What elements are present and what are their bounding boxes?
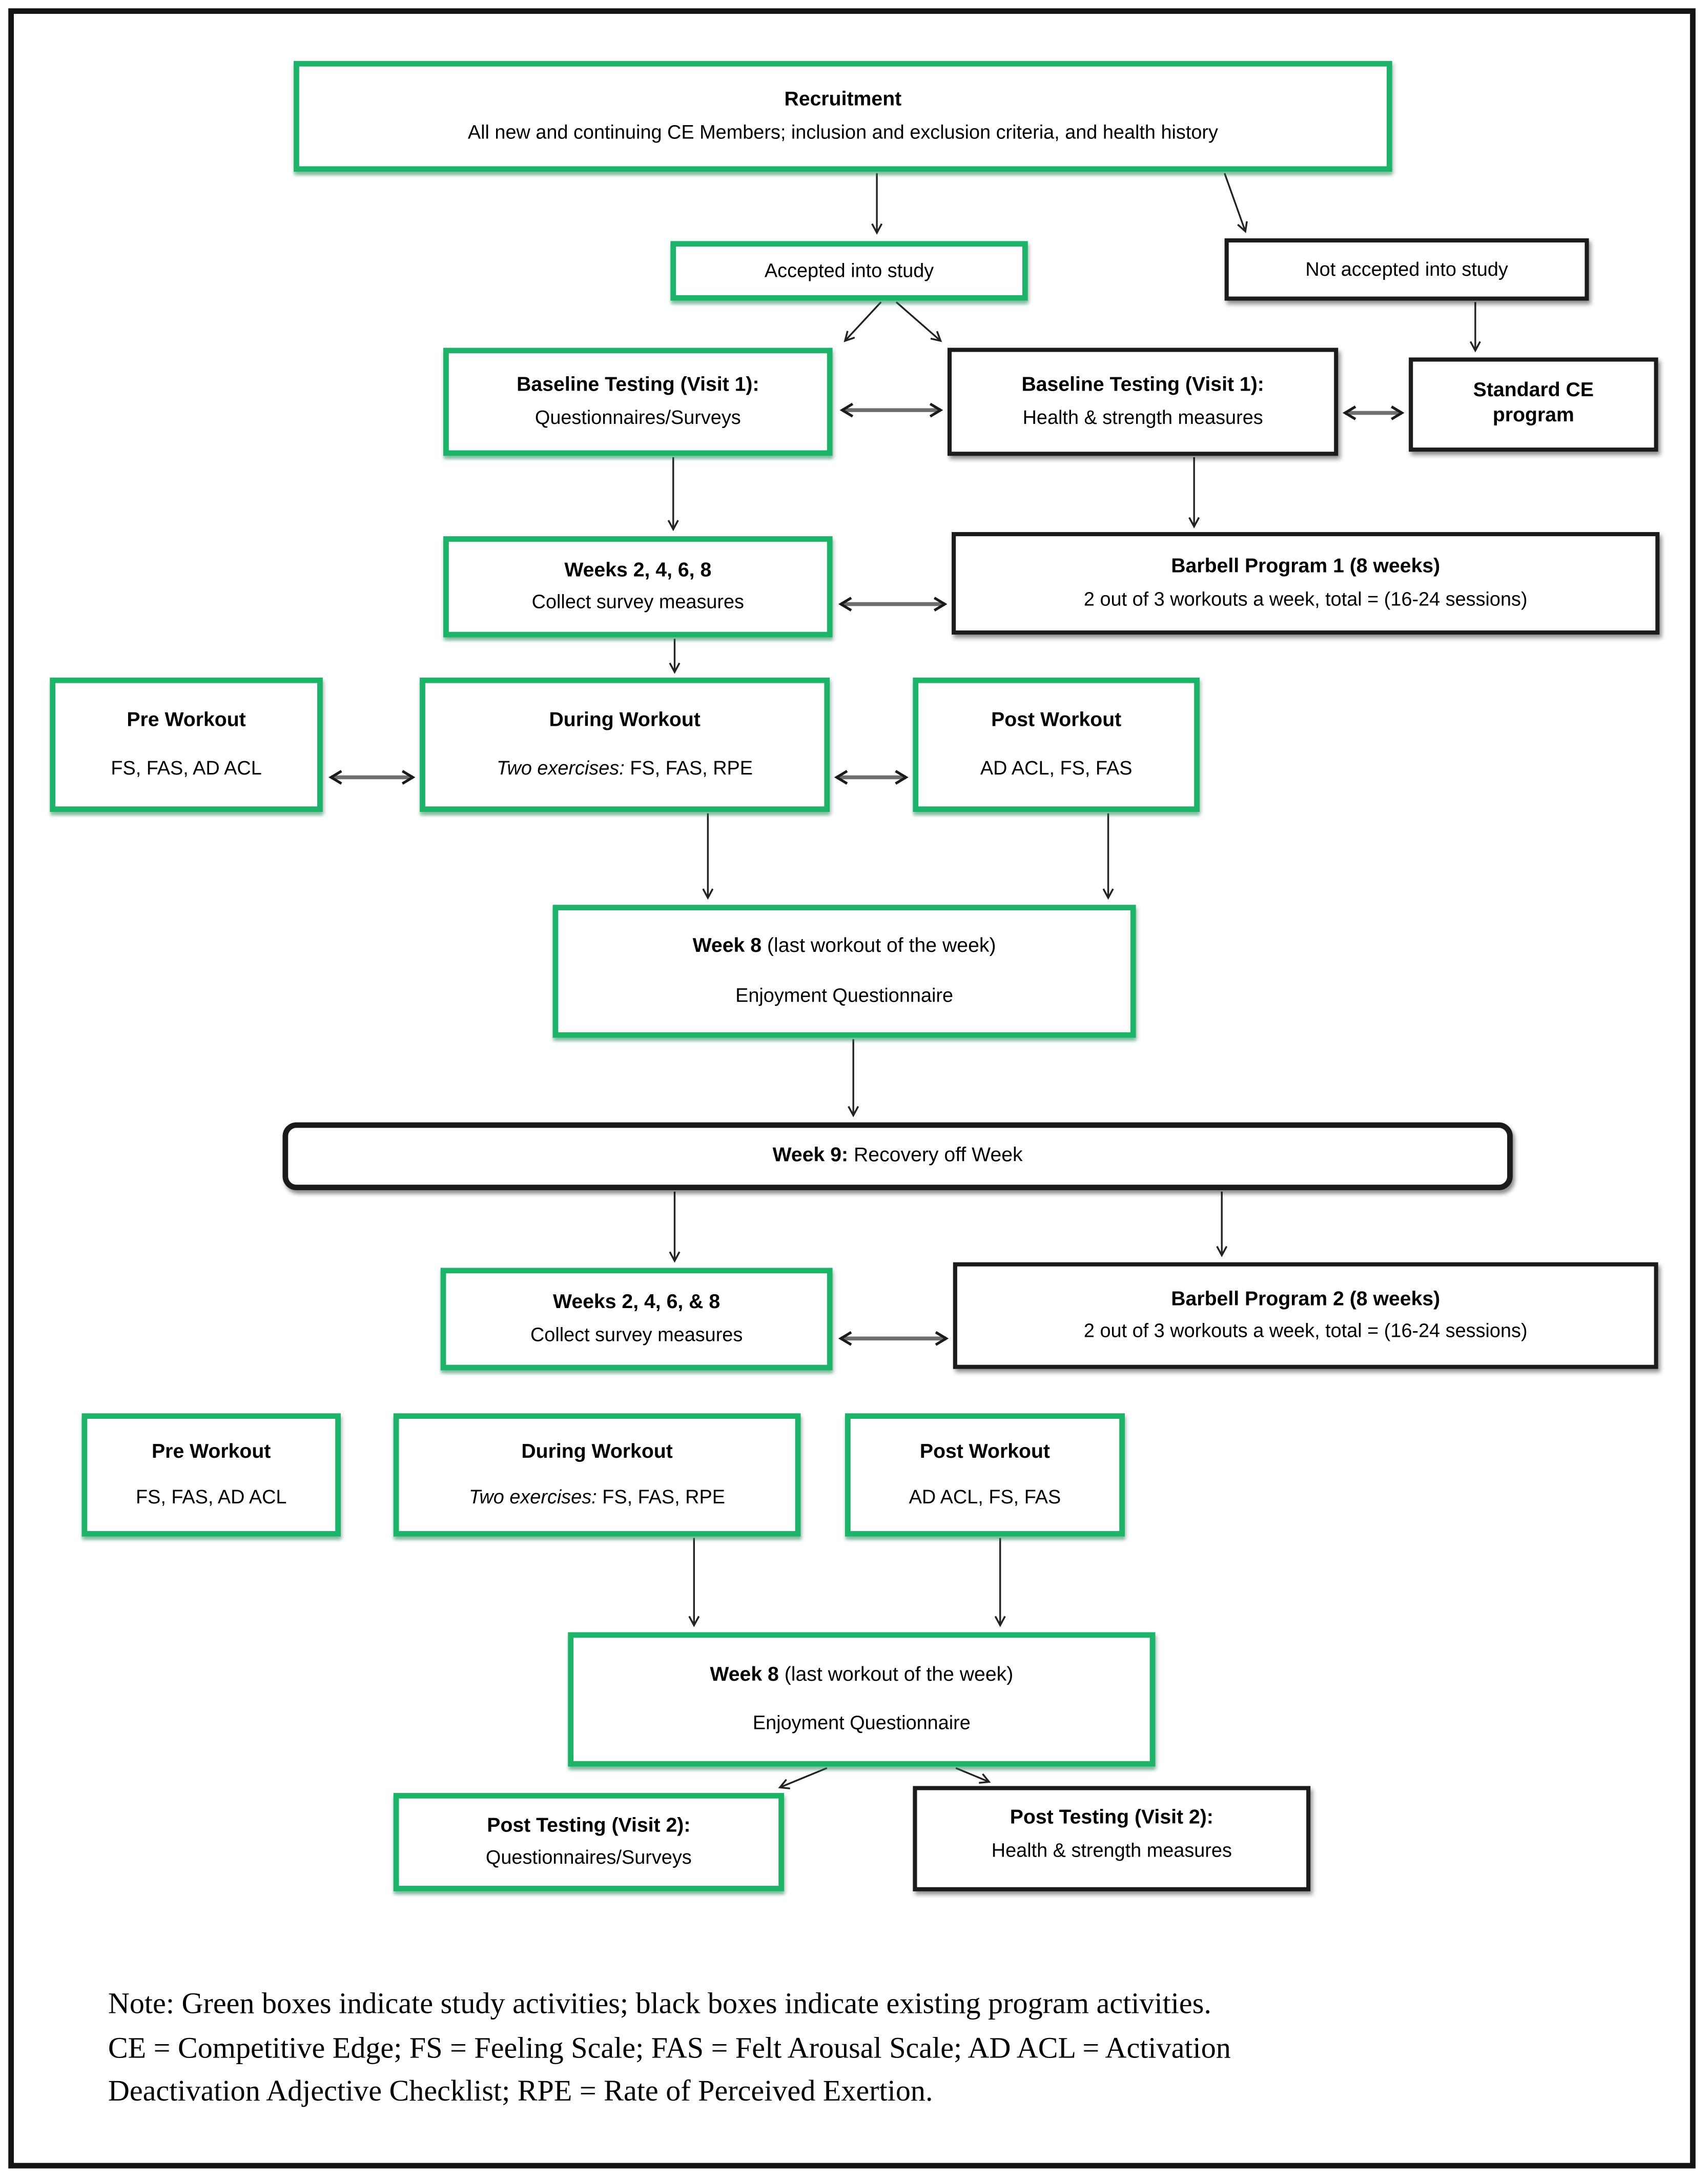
note-line: Note: Green boxes indicate study activit… (108, 1987, 1211, 2021)
node-body-rest: FS, FAS, RPE (630, 757, 753, 779)
node-title-rest: Recovery off Week (848, 1144, 1023, 1167)
node-title: Weeks 2, 4, 6, 8 (564, 559, 712, 582)
node-title: During Workout (521, 1441, 673, 1463)
node-title: Standard CE program (1473, 380, 1594, 427)
node-post-testing-health: Post Testing (Visit 2): Health & strengt… (913, 1786, 1311, 1891)
node-body: Health & strength measures (1022, 405, 1263, 428)
node-title: Weeks 2, 4, 6, & 8 (553, 1291, 721, 1314)
node-standard-ce-program: Standard CE program (1409, 357, 1658, 452)
node-pre-workout-1: Pre Workout FS, FAS, AD ACL (50, 677, 323, 812)
node-body-italic: Two exercises: (469, 1485, 603, 1507)
node-post-workout-2: Post Workout AD ACL, FS, FAS (845, 1413, 1125, 1537)
node-weeks-collect-2: Weeks 2, 4, 6, & 8 Collect survey measur… (440, 1268, 833, 1371)
node-body: Questionnaires/Surveys (534, 405, 741, 428)
page-border (8, 8, 1696, 2169)
node-body: 2 out of 3 workouts a week, total = (16-… (1083, 1319, 1528, 1342)
node-body-rest: FS, FAS, RPE (602, 1485, 725, 1507)
node-body: Questionnaires/Surveys (485, 1846, 692, 1868)
node-title: Recruitment (784, 89, 902, 111)
node-body: AD ACL, FS, FAS (980, 757, 1133, 779)
node-body: Enjoyment Questionnaire (752, 1711, 971, 1734)
node-title: Accepted into study (764, 259, 934, 281)
node-body: AD ACL, FS, FAS (909, 1485, 1061, 1507)
node-body-italic: Two exercises: (497, 757, 630, 779)
node-weeks-collect-1: Weeks 2, 4, 6, 8 Collect survey measures (443, 536, 833, 638)
note-line: CE = Competitive Edge; FS = Feeling Scal… (108, 2030, 1231, 2064)
node-title: Post Testing (Visit 2): (1010, 1806, 1213, 1829)
node-title: Baseline Testing (Visit 1): (517, 374, 759, 397)
node-during-workout-2: During Workout Two exercises: FS, FAS, R… (393, 1413, 801, 1537)
node-body: FS, FAS, AD ACL (111, 757, 262, 779)
node-title: Barbell Program 2 (8 weeks) (1171, 1288, 1441, 1311)
node-title-rest: (last workout of the week) (762, 935, 996, 959)
node-body: Health & strength measures (991, 1838, 1232, 1861)
node-barbell-program-1: Barbell Program 1 (8 weeks) 2 out of 3 w… (952, 532, 1660, 635)
node-body: FS, FAS, AD ACL (135, 1485, 287, 1507)
figure-note: Note: Green boxes indicate study activit… (108, 1983, 1653, 2113)
node-title: Baseline Testing (Visit 1): (1021, 374, 1264, 397)
node-title: Not accepted into study (1305, 257, 1508, 280)
node-baseline-testing-health: Baseline Testing (Visit 1): Health & str… (947, 348, 1339, 456)
node-barbell-program-2: Barbell Program 2 (8 weeks) 2 out of 3 w… (953, 1262, 1658, 1369)
node-title: Barbell Program 1 (8 weeks) (1171, 556, 1441, 578)
node-title: Post Testing (Visit 2): (487, 1815, 691, 1837)
node-body: Collect survey measures (531, 590, 744, 613)
node-body: Collect survey measures (530, 1323, 743, 1346)
node-body: Enjoyment Questionnaire (735, 983, 954, 1006)
node-title: Week 9: Recovery off Week (773, 1144, 1023, 1169)
node-title: Week 8 (last workout of the week) (710, 1664, 1013, 1688)
node-post-workout-1: Post Workout AD ACL, FS, FAS (913, 677, 1200, 812)
node-title: Pre Workout (152, 1441, 271, 1463)
node-title: During Workout (549, 709, 701, 731)
node-recruitment: Recruitment All new and continuing CE Me… (294, 60, 1392, 172)
node-title-bold: Week 9: (772, 1144, 849, 1167)
node-during-workout-1: During Workout Two exercises: FS, FAS, R… (420, 677, 830, 812)
node-title: Post Workout (991, 709, 1122, 731)
node-body: 2 out of 3 workouts a week, total = (16-… (1083, 587, 1528, 609)
note-line: Deactivation Adjective Checklist; RPE = … (108, 2074, 933, 2108)
node-pre-workout-2: Pre Workout FS, FAS, AD ACL (81, 1413, 341, 1537)
node-title: Pre Workout (127, 709, 246, 731)
node-title: Week 8 (last workout of the week) (693, 936, 996, 961)
node-accepted-into-study: Accepted into study (670, 241, 1028, 301)
node-title-bold: Week 8 (692, 935, 762, 959)
node-body: Two exercises: FS, FAS, RPE (469, 1485, 725, 1509)
node-post-testing-surveys: Post Testing (Visit 2): Questionnaires/S… (393, 1792, 785, 1891)
node-week8-enjoyment-2: Week 8 (last workout of the week) Enjoym… (568, 1632, 1156, 1767)
node-week9-recovery: Week 9: Recovery off Week (282, 1122, 1513, 1191)
node-week8-enjoyment-1: Week 8 (last workout of the week) Enjoym… (552, 905, 1136, 1038)
node-body: Two exercises: FS, FAS, RPE (497, 757, 753, 780)
node-not-accepted-into-study: Not accepted into study (1224, 238, 1589, 301)
node-title-bold: Week 8 (710, 1663, 779, 1686)
node-title-rest: (last workout of the week) (778, 1663, 1014, 1686)
node-baseline-testing-surveys: Baseline Testing (Visit 1): Questionnair… (443, 348, 833, 456)
node-title: Post Workout (919, 1441, 1050, 1463)
node-body: All new and continuing CE Members; inclu… (467, 120, 1218, 142)
